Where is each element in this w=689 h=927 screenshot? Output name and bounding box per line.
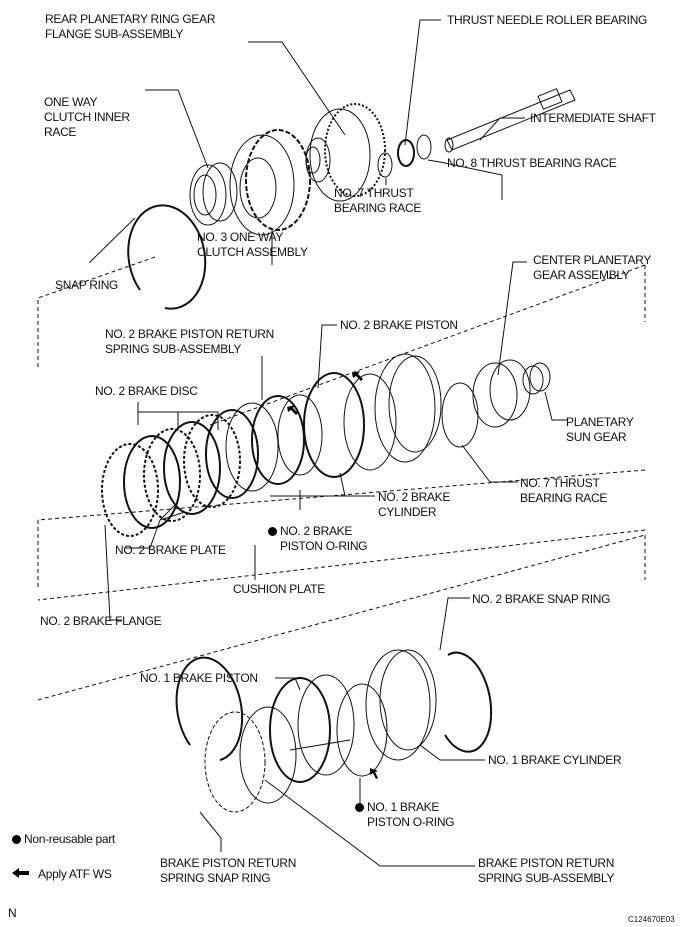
label-line: BEARING RACE	[334, 201, 422, 215]
no1-brake-pack-part	[175, 649, 493, 813]
intermediate-shaft-part	[444, 88, 576, 153]
label-cushion-plate: CUSHION PLATE	[233, 582, 325, 597]
label-line: GEAR ASSEMBLY	[533, 268, 630, 282]
label-line: REAR PLANETARY RING GEAR	[45, 12, 216, 26]
one-way-inner-race-part	[189, 162, 238, 226]
label-no2-brake-snap-ring: NO. 2 BRAKE SNAP RING	[472, 592, 610, 607]
label-no2-brake-flange: NO. 2 BRAKE FLANGE	[40, 614, 162, 629]
label-line: BRAKE PISTON RETURN	[478, 856, 615, 870]
label-line: SUN GEAR	[566, 430, 627, 444]
label-line: NO. 2 BRAKE PISTON	[340, 318, 458, 332]
non-reusable-dot-icon	[355, 803, 364, 812]
label-thrust-needle-roller-bearing: THRUST NEEDLE ROLLER BEARING	[447, 13, 647, 28]
label-line: INTERMEDIATE SHAFT	[530, 111, 656, 125]
label-line: SPRING SUB-ASSEMBLY	[478, 871, 615, 885]
label-line: FLANGE SUB-ASSEMBLY	[45, 27, 184, 41]
non-reusable-dot-icon	[268, 527, 277, 536]
label-line: NO. 2 BRAKE	[280, 524, 353, 538]
ring-gear-flange-part	[305, 103, 386, 202]
alignment-lines	[37, 256, 646, 701]
non-reusable-dot-icon	[12, 835, 21, 844]
label-line: CENTER PLANETARY	[533, 253, 652, 267]
label-no2-brake-piston: NO. 2 BRAKE PISTON	[340, 318, 458, 333]
atf-arrows	[12, 371, 378, 878]
snap-ring-part	[127, 204, 207, 310]
label-line: NO. 7 THRUST	[334, 186, 414, 200]
leader-lines	[89, 19, 568, 867]
label-line: NO. 3 ONE WAY	[197, 230, 284, 244]
legend-text: Apply ATF WS	[38, 867, 112, 881]
legend-text: Non-reusable part	[24, 832, 115, 846]
label-line: NO. 2 BRAKE PLATE	[115, 543, 226, 557]
label-line: NO. 2 BRAKE SNAP RING	[472, 592, 611, 606]
label-line: SNAP RING	[55, 278, 119, 292]
label-no2-brake-plate: NO. 2 BRAKE PLATE	[115, 543, 226, 558]
no3-one-way-clutch-part	[229, 129, 311, 236]
label-line: CLUTCH INNER	[44, 110, 130, 124]
label-line: BEARING RACE	[520, 491, 608, 505]
label-intermediate-shaft: INTERMEDIATE SHAFT	[530, 111, 656, 126]
label-line: NO. 2 BRAKE	[378, 490, 451, 504]
legend-apply-atf: Apply ATF WS	[38, 867, 112, 882]
label-line: PISTON O-RING	[367, 815, 455, 829]
label-line: RACE	[44, 125, 77, 139]
label-line: NO. 2 BRAKE PISTON RETURN	[105, 327, 274, 341]
label-line: BRAKE PISTON RETURN	[160, 856, 297, 870]
label-line: CUSHION PLATE	[233, 582, 325, 596]
label-line: CLUTCH ASSEMBLY	[197, 245, 308, 259]
label-line: THRUST NEEDLE ROLLER BEARING	[447, 13, 648, 27]
center-planetary-part	[472, 359, 551, 428]
label-line: NO. 8 THRUST BEARING RACE	[447, 156, 617, 170]
thrust-races-part	[377, 134, 432, 178]
label-line: SPRING SNAP RING	[160, 871, 271, 885]
label-line: SPRING SUB-ASSEMBLY	[105, 342, 242, 356]
label-no1-brake-cylinder: NO. 1 BRAKE CYLINDER	[488, 753, 622, 768]
label-line: NO. 1 BRAKE	[367, 800, 440, 814]
label-line: NO. 1 BRAKE CYLINDER	[488, 753, 622, 767]
label-line: NO. 1 BRAKE PISTON	[140, 671, 258, 685]
label-line: NO. 2 BRAKE DISC	[95, 384, 198, 398]
label-no2-brake-disc: NO. 2 BRAKE DISC	[95, 384, 198, 399]
label-line: NO. 7 THRUST	[520, 476, 600, 490]
label-line: PISTON O-RING	[280, 539, 368, 553]
corner-mark: N	[8, 906, 17, 920]
label-line: ONE WAY	[44, 95, 98, 109]
label-line: CYLINDER	[378, 505, 437, 519]
label-no8-thrust-bearing-race: NO. 8 THRUST BEARING RACE	[447, 156, 617, 171]
figure-code: C124670E03	[628, 915, 675, 924]
legend-non-reusable: Non-reusable part	[12, 832, 115, 847]
label-snap-ring: SNAP RING	[55, 278, 118, 293]
label-line: NO. 2 BRAKE FLANGE	[40, 614, 162, 628]
no2-brake-pack-part	[101, 353, 479, 537]
label-line: PLANETARY	[566, 415, 634, 429]
label-no1-brake-piston: NO. 1 BRAKE PISTON	[140, 671, 258, 686]
